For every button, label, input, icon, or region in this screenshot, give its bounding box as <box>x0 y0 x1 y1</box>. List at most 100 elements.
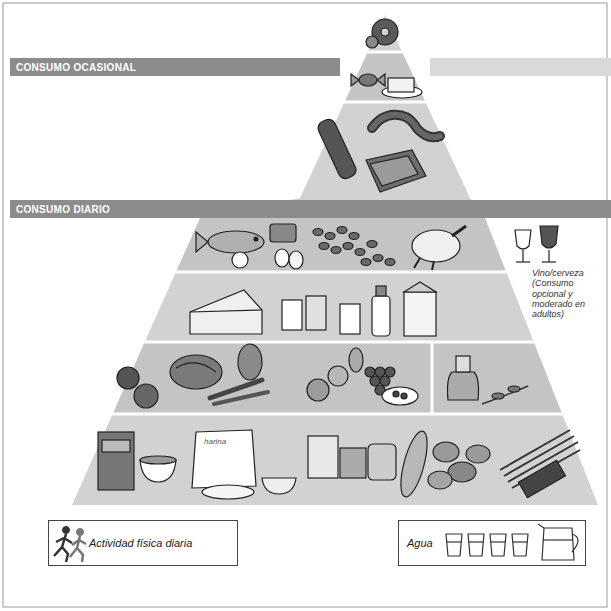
cereal-icon <box>433 442 459 462</box>
pyramid-tiers <box>0 102 611 200</box>
pyramid-tiers <box>0 413 611 416</box>
pyramid-tiers <box>0 271 611 274</box>
protein-icon <box>331 247 341 254</box>
meat-icon <box>316 117 359 181</box>
water-icon <box>446 534 462 556</box>
sweets-icon <box>381 28 389 36</box>
water-icon <box>468 534 484 556</box>
dairy-icon <box>190 282 436 336</box>
produce-icon <box>349 348 363 372</box>
meat-icon <box>370 156 418 186</box>
produce-icon <box>214 392 268 404</box>
wine-glass-icon <box>542 261 556 262</box>
dairy-icon <box>282 300 302 330</box>
protein-icon <box>270 224 296 242</box>
pyramid-tiers <box>0 0 611 505</box>
protein-icon <box>313 227 395 266</box>
pyramid-tiers <box>0 414 611 505</box>
pyramid-tiers <box>0 52 611 414</box>
produce-icon <box>492 393 504 399</box>
protein-icon <box>289 251 303 269</box>
produce-icon <box>117 367 139 389</box>
protein-icon <box>343 243 353 250</box>
produce-icon <box>508 386 520 392</box>
protein-icon <box>313 229 323 236</box>
activity-box: Actividad física diaria <box>48 520 238 566</box>
produce-icon <box>448 372 479 400</box>
band-right <box>430 58 611 76</box>
pyramid-tiers <box>0 52 611 102</box>
produce-icon <box>134 384 158 408</box>
cereal-icon <box>98 429 580 500</box>
cereal-icon <box>192 430 256 488</box>
water-icon <box>512 534 528 556</box>
protein-icon <box>355 249 365 256</box>
box-label: Actividad física diaria <box>89 537 192 549</box>
produce-icon <box>176 363 216 372</box>
cereal-icon <box>340 448 366 478</box>
produce-icon <box>307 379 329 401</box>
produce-icon <box>365 367 375 377</box>
cereal-icon <box>262 478 296 494</box>
wine-glass-icon <box>548 250 549 262</box>
runner-icon <box>54 534 72 562</box>
protein-icon <box>414 258 434 270</box>
protein-icon <box>373 255 383 262</box>
protein-icon <box>361 259 371 266</box>
consumption-band: CONSUMO OCASIONAL <box>10 58 340 76</box>
protein-icon <box>349 233 359 240</box>
produce-icon <box>401 393 407 399</box>
produce-icon <box>393 391 399 397</box>
protein-icon <box>337 227 347 234</box>
package-label: harina <box>204 437 248 446</box>
candy-butter-icon <box>351 74 422 98</box>
produce-icon <box>385 367 395 377</box>
cereal-icon <box>466 445 490 463</box>
dairy-icon <box>376 286 386 296</box>
box-label: Agua <box>407 537 433 549</box>
produce-icon <box>380 376 390 386</box>
produce-icon <box>382 387 418 405</box>
dairy-icon <box>340 304 360 334</box>
cereal-icon <box>308 436 338 478</box>
dairy-icon <box>190 290 262 334</box>
protein-icon <box>208 231 264 253</box>
water-icon <box>538 524 544 528</box>
produce-icon <box>456 356 470 372</box>
produce-icon <box>482 386 528 404</box>
meat-icon <box>366 150 426 192</box>
protein-icon <box>254 237 258 241</box>
runner-icon <box>70 536 86 562</box>
cereal-icon <box>396 429 433 500</box>
dairy-icon <box>404 292 436 336</box>
wine-glass-icon <box>515 230 531 249</box>
candy-butter-icon <box>377 74 385 86</box>
pyramid-tiers <box>0 272 611 342</box>
runner-icon <box>63 527 70 534</box>
wine-glass-icon <box>540 226 558 248</box>
cereal-icon <box>140 456 176 464</box>
pyramid-tiers <box>0 101 611 104</box>
cereal-icon <box>102 440 130 452</box>
meat-icon <box>372 115 440 138</box>
runner-icon <box>54 527 86 563</box>
cereal-icon <box>500 430 570 470</box>
dairy-icon <box>404 282 436 292</box>
meat-icon <box>372 115 440 138</box>
wine-glass-icon <box>515 226 558 262</box>
water-icon <box>446 524 578 560</box>
water-icon <box>572 534 578 552</box>
water-icon <box>490 534 506 556</box>
pyramid-tiers <box>0 218 611 272</box>
water-icon <box>491 541 505 542</box>
candy-butter-icon <box>351 74 359 86</box>
cereal-icon <box>428 471 452 489</box>
wine-note: Vino/cerveza (Consumo opcional y moderad… <box>532 268 607 320</box>
wine-glass-icon <box>522 250 523 262</box>
protein-icon <box>452 226 466 236</box>
produce-icon <box>117 344 528 408</box>
pyramid-tiers <box>0 0 611 52</box>
water-icon <box>543 539 573 540</box>
runner-icon <box>77 529 84 536</box>
cereal-icon <box>518 460 565 498</box>
